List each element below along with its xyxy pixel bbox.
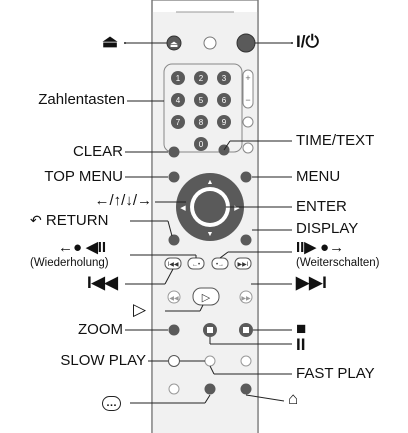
fast-play-button[interactable] [204,355,216,367]
subtitle-button[interactable] [204,383,216,395]
number-label-4: 4 [176,96,181,105]
scan-back-button[interactable] [167,290,181,304]
number-pad: 1 2 3 4 5 6 7 8 9 0 [171,71,231,151]
menu-label: MENU [296,168,341,185]
number-label-3: 3 [222,74,227,83]
top-menu-label: TOP MENU [44,168,123,185]
number-keys-label: Zahlentasten [38,91,125,108]
enter-label: ENTER [296,198,347,215]
menu-button[interactable] [240,171,252,183]
leader-prev-2 [164,268,174,285]
svg-text:+: + [245,73,250,83]
number-button-6[interactable] [217,93,231,107]
number-button-2[interactable] [194,71,208,85]
svg-text:▷: ▷ [202,292,211,304]
dpad-left-icon[interactable]: ◀ [180,205,186,212]
scan-forward-button[interactable] [239,290,253,304]
subtitle-icon: … [102,391,121,411]
number-label-9: 9 [222,118,227,127]
number-label-5: 5 [199,96,204,105]
svg-text:−: − [245,95,250,105]
return-icon: ↶ [30,212,42,228]
prev-label: I◀◀ [87,273,118,292]
clear-label: CLEAR [72,143,123,160]
number-label-8: 8 [199,118,204,127]
eject-label: ⏏ [102,32,119,51]
svg-text:⏏: ⏏ [170,39,179,49]
leader-time-text [223,140,231,151]
leader-fast-play [209,365,215,375]
leader-lines [125,42,292,404]
svg-text:▶▶: ▶▶ [241,296,251,302]
advance-text: (Weiterschalten) [296,257,380,269]
power-label: I/⏻ [296,32,319,51]
leader-play-2 [199,304,204,312]
svg-text:←•: ←• [192,262,200,268]
number-button-3[interactable] [217,71,231,85]
number-label-1: 1 [176,74,181,83]
arrows-label: ←/↑/↓/→ [94,192,152,209]
top-menu-button[interactable] [168,171,180,183]
number-label-6: 6 [222,96,227,105]
dpad-right-icon[interactable]: ▶ [234,205,240,212]
svg-text:I◀◀: I◀◀ [168,262,179,268]
pause-label: II [296,335,306,354]
slow-play-label: SLOW PLAY [60,352,146,369]
power-button[interactable] [236,33,256,53]
right-light-button-2[interactable] [242,142,254,154]
right-light-button-1[interactable] [242,116,254,128]
number-button-5[interactable] [194,93,208,107]
volume-rocker[interactable] [242,69,254,109]
clear-button[interactable] [168,146,180,158]
play-label: ▷ [133,300,147,319]
angle-button[interactable] [240,383,252,395]
number-button-1[interactable] [171,71,185,85]
return-button[interactable] [168,234,180,246]
angle-icon: ⌂ [288,389,299,408]
zoom-button[interactable] [168,324,180,336]
play-button[interactable] [192,287,220,306]
stop-label: ■ [296,319,307,338]
zoom-label: ZOOM [78,321,123,338]
replay-symbol: ←● ◀II [58,239,107,256]
leader-advance [219,251,229,259]
svg-text:◀◀: ◀◀ [169,296,179,302]
fast-play-label: FAST PLAY [296,365,375,382]
number-button-4[interactable] [171,93,185,107]
svg-text:▶▶I: ▶▶I [238,262,249,268]
leader-angle [245,394,285,402]
time-text-label: TIME/TEXT [296,132,375,149]
next-label: ▶▶I [296,273,327,292]
number-button-8[interactable] [194,115,208,129]
dpad-down-icon[interactable]: ▼ [207,231,214,238]
leader-subtitle-2 [204,394,211,404]
leader-return-2 [167,220,173,237]
light-button-bottom-left[interactable] [168,383,180,395]
number-label-2: 2 [199,74,204,83]
slow-play-button[interactable] [168,355,180,367]
return-text: RETURN [45,212,109,229]
number-button-0[interactable] [194,137,208,151]
number-button-9[interactable] [217,115,231,129]
number-button-7[interactable] [171,115,185,129]
display-label: DISPLAY [296,220,359,237]
number-pad-frame [163,63,243,153]
svg-text:•→: •→ [216,262,224,268]
leader-dots [124,42,293,44]
replay-text: (Wiederholung) [30,257,109,269]
right-light-button-3[interactable] [240,355,252,367]
number-label-0: 0 [199,140,204,149]
advance-symbol: II▶ ●→ [296,239,345,256]
blank-top-button[interactable] [203,36,217,50]
enter-button[interactable] [194,191,226,223]
next-button[interactable] [234,257,252,270]
number-label-7: 7 [176,118,181,127]
return-label: ↶ RETURN [30,212,108,229]
display-button[interactable] [240,234,252,246]
dpad-up-icon[interactable]: ▲ [207,179,214,186]
